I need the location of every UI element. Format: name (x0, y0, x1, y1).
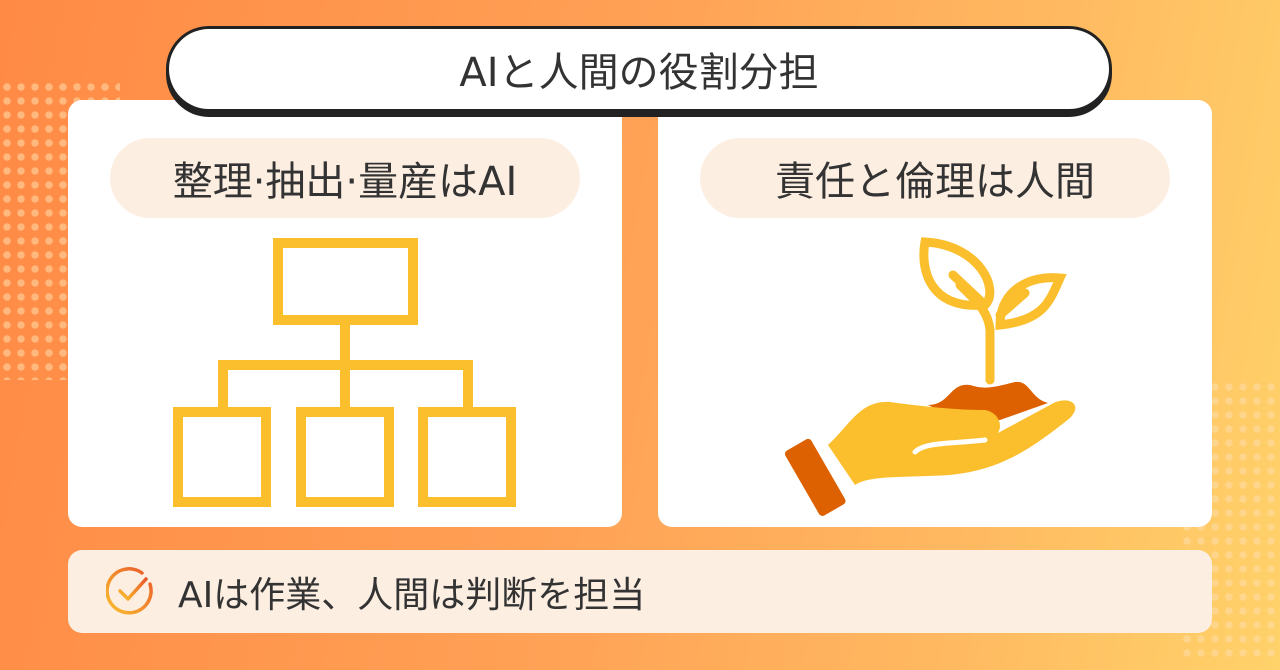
page-title: AIと人間の役割分担 (166, 26, 1112, 112)
ai-card: 整理·抽出·量産はAI (68, 100, 622, 527)
org-chart-icon (173, 238, 516, 507)
ai-card-heading: 整理·抽出·量産はAI (110, 138, 580, 218)
check-circle-icon (106, 566, 153, 615)
summary-text: AIは作業、人間は判断を担当 (178, 574, 646, 616)
summary-bar: AIは作業、人間は判断を担当 (68, 550, 1212, 633)
human-card-heading: 責任と倫理は人間 (700, 138, 1170, 218)
hand-holding-sprout-icon (784, 237, 1076, 516)
human-card: 責任と倫理は人間 (658, 100, 1212, 527)
